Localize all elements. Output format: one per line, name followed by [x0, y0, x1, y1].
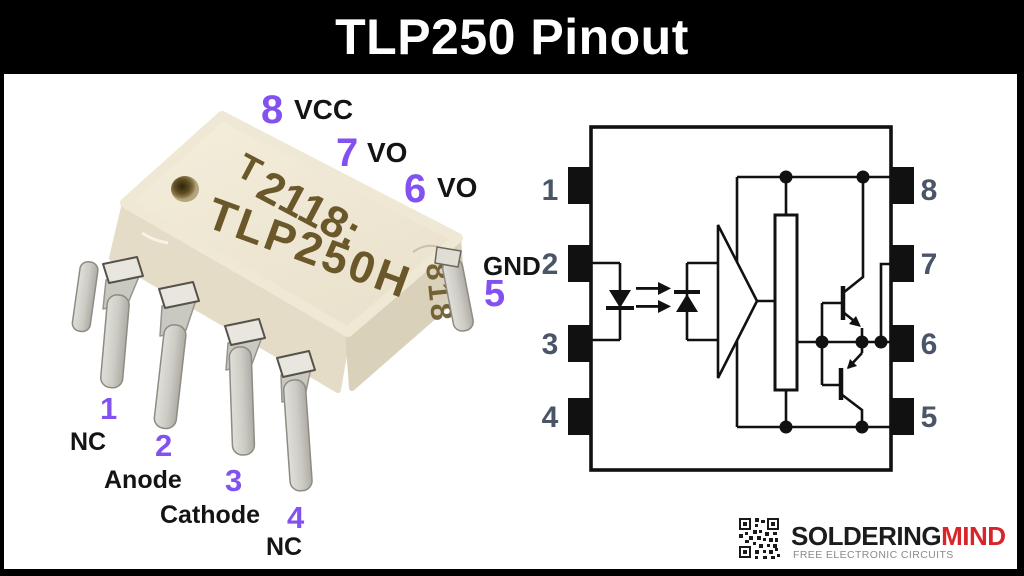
amplifier-triangle: [716, 224, 759, 379]
photo-pin3-number: 3: [225, 463, 243, 498]
photo-pin5-number: 5: [484, 273, 506, 315]
photo-pin3-name: Cathode: [160, 501, 260, 529]
brand-name-accent: MIND: [941, 521, 1006, 551]
photo-pin6-name: VO: [437, 172, 478, 203]
photodiode-symbol: [674, 290, 700, 312]
schematic-pin6-number: 6: [921, 328, 938, 361]
internal-schematic: 1 2 3 4 8 7 6 5: [542, 125, 938, 472]
pin-legs: [100, 246, 474, 492]
schematic-pin4-number: 4: [542, 401, 559, 434]
brand-logo: SOLDERINGMIND: [791, 523, 1006, 549]
page-title: TLP250 Pinout: [335, 9, 689, 65]
schematic-pin-numbers: 1 2 3 4 8 7 6 5: [542, 174, 938, 434]
brand-tagline: FREE ELECTRONIC CIRCUITS: [793, 549, 954, 561]
photo-pin1-number: 1: [100, 391, 118, 426]
chip-body: [109, 111, 465, 393]
schematic-pin5-number: 5: [921, 401, 938, 434]
photo-pin6-number: 6: [404, 167, 427, 211]
photo-pin7-name: VO: [367, 137, 408, 168]
photo-pin7-number: 7: [336, 131, 359, 175]
photo-pin8-number: 8: [261, 88, 284, 132]
qr-code: [737, 516, 781, 560]
photo-pin4-name: NC: [266, 533, 303, 561]
schematic-pin3-number: 3: [542, 328, 559, 361]
photo-pin2-name: Anode: [104, 466, 182, 494]
photo-pin8-name: VCC: [294, 94, 354, 125]
photo-pin5-name: GND: [483, 251, 541, 281]
photo-pin4-number: 4: [287, 500, 305, 535]
pnp-emitter-arrow: [847, 359, 857, 369]
schematic-pins: [568, 167, 914, 435]
brand-name-primary: SOLDERING: [791, 521, 942, 551]
schematic-pin2-number: 2: [542, 248, 559, 281]
led-symbol: [609, 290, 631, 308]
photo-pin2-number: 2: [155, 428, 173, 463]
title-bar: TLP250 Pinout: [0, 0, 1024, 74]
schematic-pin1-number: 1: [542, 174, 559, 207]
schematic-wires: [589, 125, 893, 472]
pin1-dimple: [171, 176, 199, 202]
schematic-symbols: [568, 167, 914, 435]
npn-emitter-arrow: [849, 316, 861, 327]
photo-pin1-name: NC: [70, 428, 107, 456]
ic-photo: T 2118: TLP250H 818: [71, 111, 474, 492]
schematic-pin7-number: 7: [921, 248, 938, 281]
light-arrows: [636, 282, 671, 313]
schematic-pin8-number: 8: [921, 174, 938, 207]
junction-dots: [779, 170, 888, 434]
resistor: [773, 213, 799, 392]
pin-leg-back: [71, 261, 99, 333]
